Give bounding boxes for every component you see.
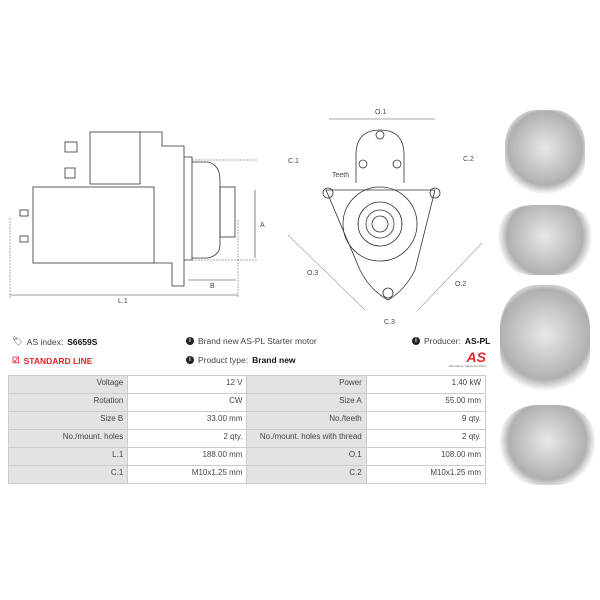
standard-line-badge: ☑STANDARD LINE bbox=[12, 355, 93, 366]
checkbox-icon: ☑ bbox=[12, 355, 20, 365]
spec-label: Size B bbox=[7, 411, 129, 430]
dim-l1-label: L.1 bbox=[118, 298, 128, 305]
product-photo-front[interactable] bbox=[505, 110, 585, 195]
spec-label: No./mount. holes bbox=[7, 429, 129, 448]
spec-label: C.1 bbox=[7, 465, 129, 484]
dim-o3-label: O.3 bbox=[307, 270, 318, 277]
dim-b-label: B bbox=[210, 283, 215, 290]
spec-value: M10x1.25 mm bbox=[127, 465, 248, 484]
spec-value: 33.00 mm bbox=[127, 411, 248, 430]
spec-label: Size A bbox=[246, 393, 367, 412]
dim-c1-label: C.1 bbox=[288, 158, 299, 165]
info-icon: i bbox=[412, 337, 420, 345]
dim-o1-label: O.1 bbox=[375, 109, 386, 116]
teeth-label: Teeth bbox=[332, 172, 349, 179]
spec-value: CW bbox=[127, 393, 248, 412]
side-view-drawing bbox=[19, 131, 236, 287]
info-icon: i bbox=[186, 337, 194, 345]
technical-drawing: A B L.1 O.1 O.2 O.3 C.1 C.2 C.3 Teeth bbox=[9, 109, 483, 326]
front-view-drawing bbox=[322, 129, 441, 301]
spec-value: 1.40 kW bbox=[365, 375, 487, 394]
spec-value: 2 qty. bbox=[365, 429, 487, 448]
spec-value: 2 qty. bbox=[127, 429, 248, 448]
spec-label: Rotation bbox=[7, 393, 129, 412]
spec-value: 188.00 mm bbox=[127, 447, 248, 466]
dim-c3-label: C.3 bbox=[384, 319, 395, 326]
as-logo: AS Alternators, Starters & Parts bbox=[448, 349, 486, 368]
spec-label: L.1 bbox=[7, 447, 129, 466]
tags-icon: 🏷 bbox=[12, 336, 23, 346]
product-photo-side[interactable] bbox=[495, 205, 595, 275]
spec-value: 55.00 mm bbox=[365, 393, 487, 412]
dim-c2-label: C.2 bbox=[463, 156, 474, 163]
dim-a-label: A bbox=[260, 222, 265, 229]
as-index: 🏷AS index:S6659S bbox=[12, 336, 98, 347]
spec-label: Voltage bbox=[7, 375, 129, 394]
spec-value: M10x1.25 mm bbox=[365, 465, 487, 484]
spec-label: C.2 bbox=[246, 465, 367, 484]
product-photo-rear[interactable] bbox=[500, 285, 590, 395]
info-icon: i bbox=[186, 356, 194, 364]
spec-label: Power bbox=[246, 375, 367, 394]
spec-value: 12 V bbox=[127, 375, 248, 394]
dim-o2-label: O.2 bbox=[455, 281, 466, 288]
product-photo-angle[interactable] bbox=[500, 405, 595, 485]
spec-label: O.1 bbox=[246, 447, 367, 466]
spec-value: 9 qty. bbox=[365, 411, 487, 430]
spec-label: No./mount. holes with thread bbox=[246, 429, 367, 448]
spec-label: No./teeth bbox=[246, 411, 367, 430]
spec-value: 108.00 mm bbox=[365, 447, 487, 466]
